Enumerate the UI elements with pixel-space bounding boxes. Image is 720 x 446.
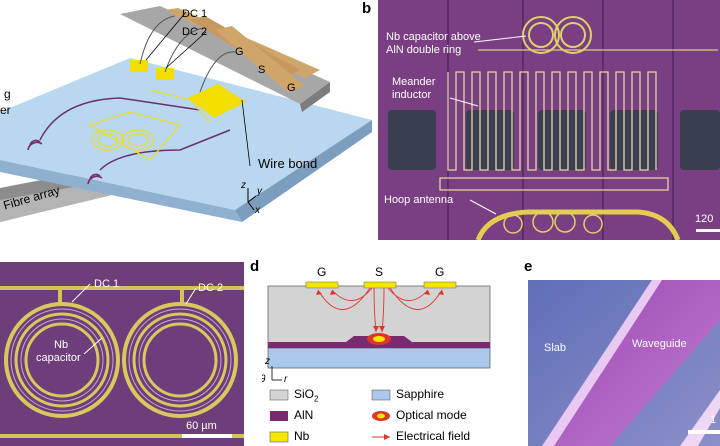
double-ring-capacitor-micrograph [0, 262, 244, 446]
electrode-g2-label: G [435, 265, 445, 279]
waveguide-sem-image [528, 280, 720, 446]
panel-c-ring-micrograph: DC 1 DC 2 Nb capacitor 60 µm [0, 262, 244, 446]
meander-device-micrograph [378, 0, 720, 240]
legend-optical-mode: Optical mode [396, 408, 467, 422]
scale-bar-label-c: 60 µm [186, 420, 217, 432]
annotation-capacitor-line1: Nb capacitor above [386, 31, 481, 43]
axis-z-label: z [241, 180, 246, 191]
annotation-c-dc2: DC 2 [198, 282, 224, 294]
panel-b-micrograph: Nb capacitor above AlN double ring Meand… [378, 0, 720, 240]
panel-b-letter: b [362, 0, 372, 17]
label-wire-bond: Wire bond [258, 156, 318, 171]
axis-d-theta: θ [262, 374, 265, 385]
scale-bar-label-b: 120 [695, 213, 714, 225]
annotation-meander-line1: Meander [392, 76, 436, 88]
legend-sio2-text: SiO [294, 387, 315, 401]
panel-d-cross-section: G S G z θ r SiO2 Sapphire AlN Optical mo… [262, 262, 508, 446]
annotation-c-dc1: DC 1 [94, 278, 120, 290]
label-s: S [258, 64, 266, 76]
panel-e-sem-image: Slab Waveguide 1 [528, 280, 720, 446]
electrode-g1-label: G [317, 265, 327, 279]
axis-d-z: z [265, 356, 270, 367]
panel-d-letter: d [250, 258, 260, 275]
chip-schematic-illustration [0, 6, 372, 222]
label-g2: G [287, 82, 296, 94]
annotation-hoop-antenna: Hoop antenna [384, 194, 454, 206]
label-waveguide: Waveguide [632, 338, 687, 350]
label-grating-left-bottom: er [0, 103, 11, 117]
label-dc1: DC 1 [182, 8, 208, 20]
annotation-c-cap-line1: Nb [54, 339, 69, 351]
annotation-meander-line2: inductor [392, 89, 432, 101]
axis-y-label: y [257, 186, 262, 197]
scale-bar-label-e: 1 [710, 414, 717, 426]
legend-aln: AlN [294, 408, 314, 422]
legend-nb: Nb [294, 429, 310, 443]
label-slab: Slab [544, 342, 567, 354]
axis-d-r: r [284, 374, 288, 385]
panel-e-letter: e [524, 258, 533, 275]
legend-sapphire: Sapphire [396, 387, 445, 401]
annotation-c-cap-line2: capacitor [36, 352, 81, 364]
annotation-capacitor-line2: AlN double ring [386, 44, 462, 56]
cross-section-diagram [267, 281, 491, 443]
panel-a-chip-schematic: DC 1 DC 2 G S G g er Wire bond Fibre arr… [0, 0, 372, 240]
axis-x-label: x [255, 205, 260, 216]
legend-electrical-field: Electrical field [396, 429, 471, 443]
legend-sio2-subscript: 2 [314, 394, 319, 404]
legend-sio2: SiO2 [294, 387, 319, 404]
label-g1: G [235, 46, 244, 58]
label-dc2: DC 2 [182, 26, 208, 38]
electrode-s-label: S [375, 265, 384, 279]
label-grating-left-top: g [4, 87, 11, 101]
